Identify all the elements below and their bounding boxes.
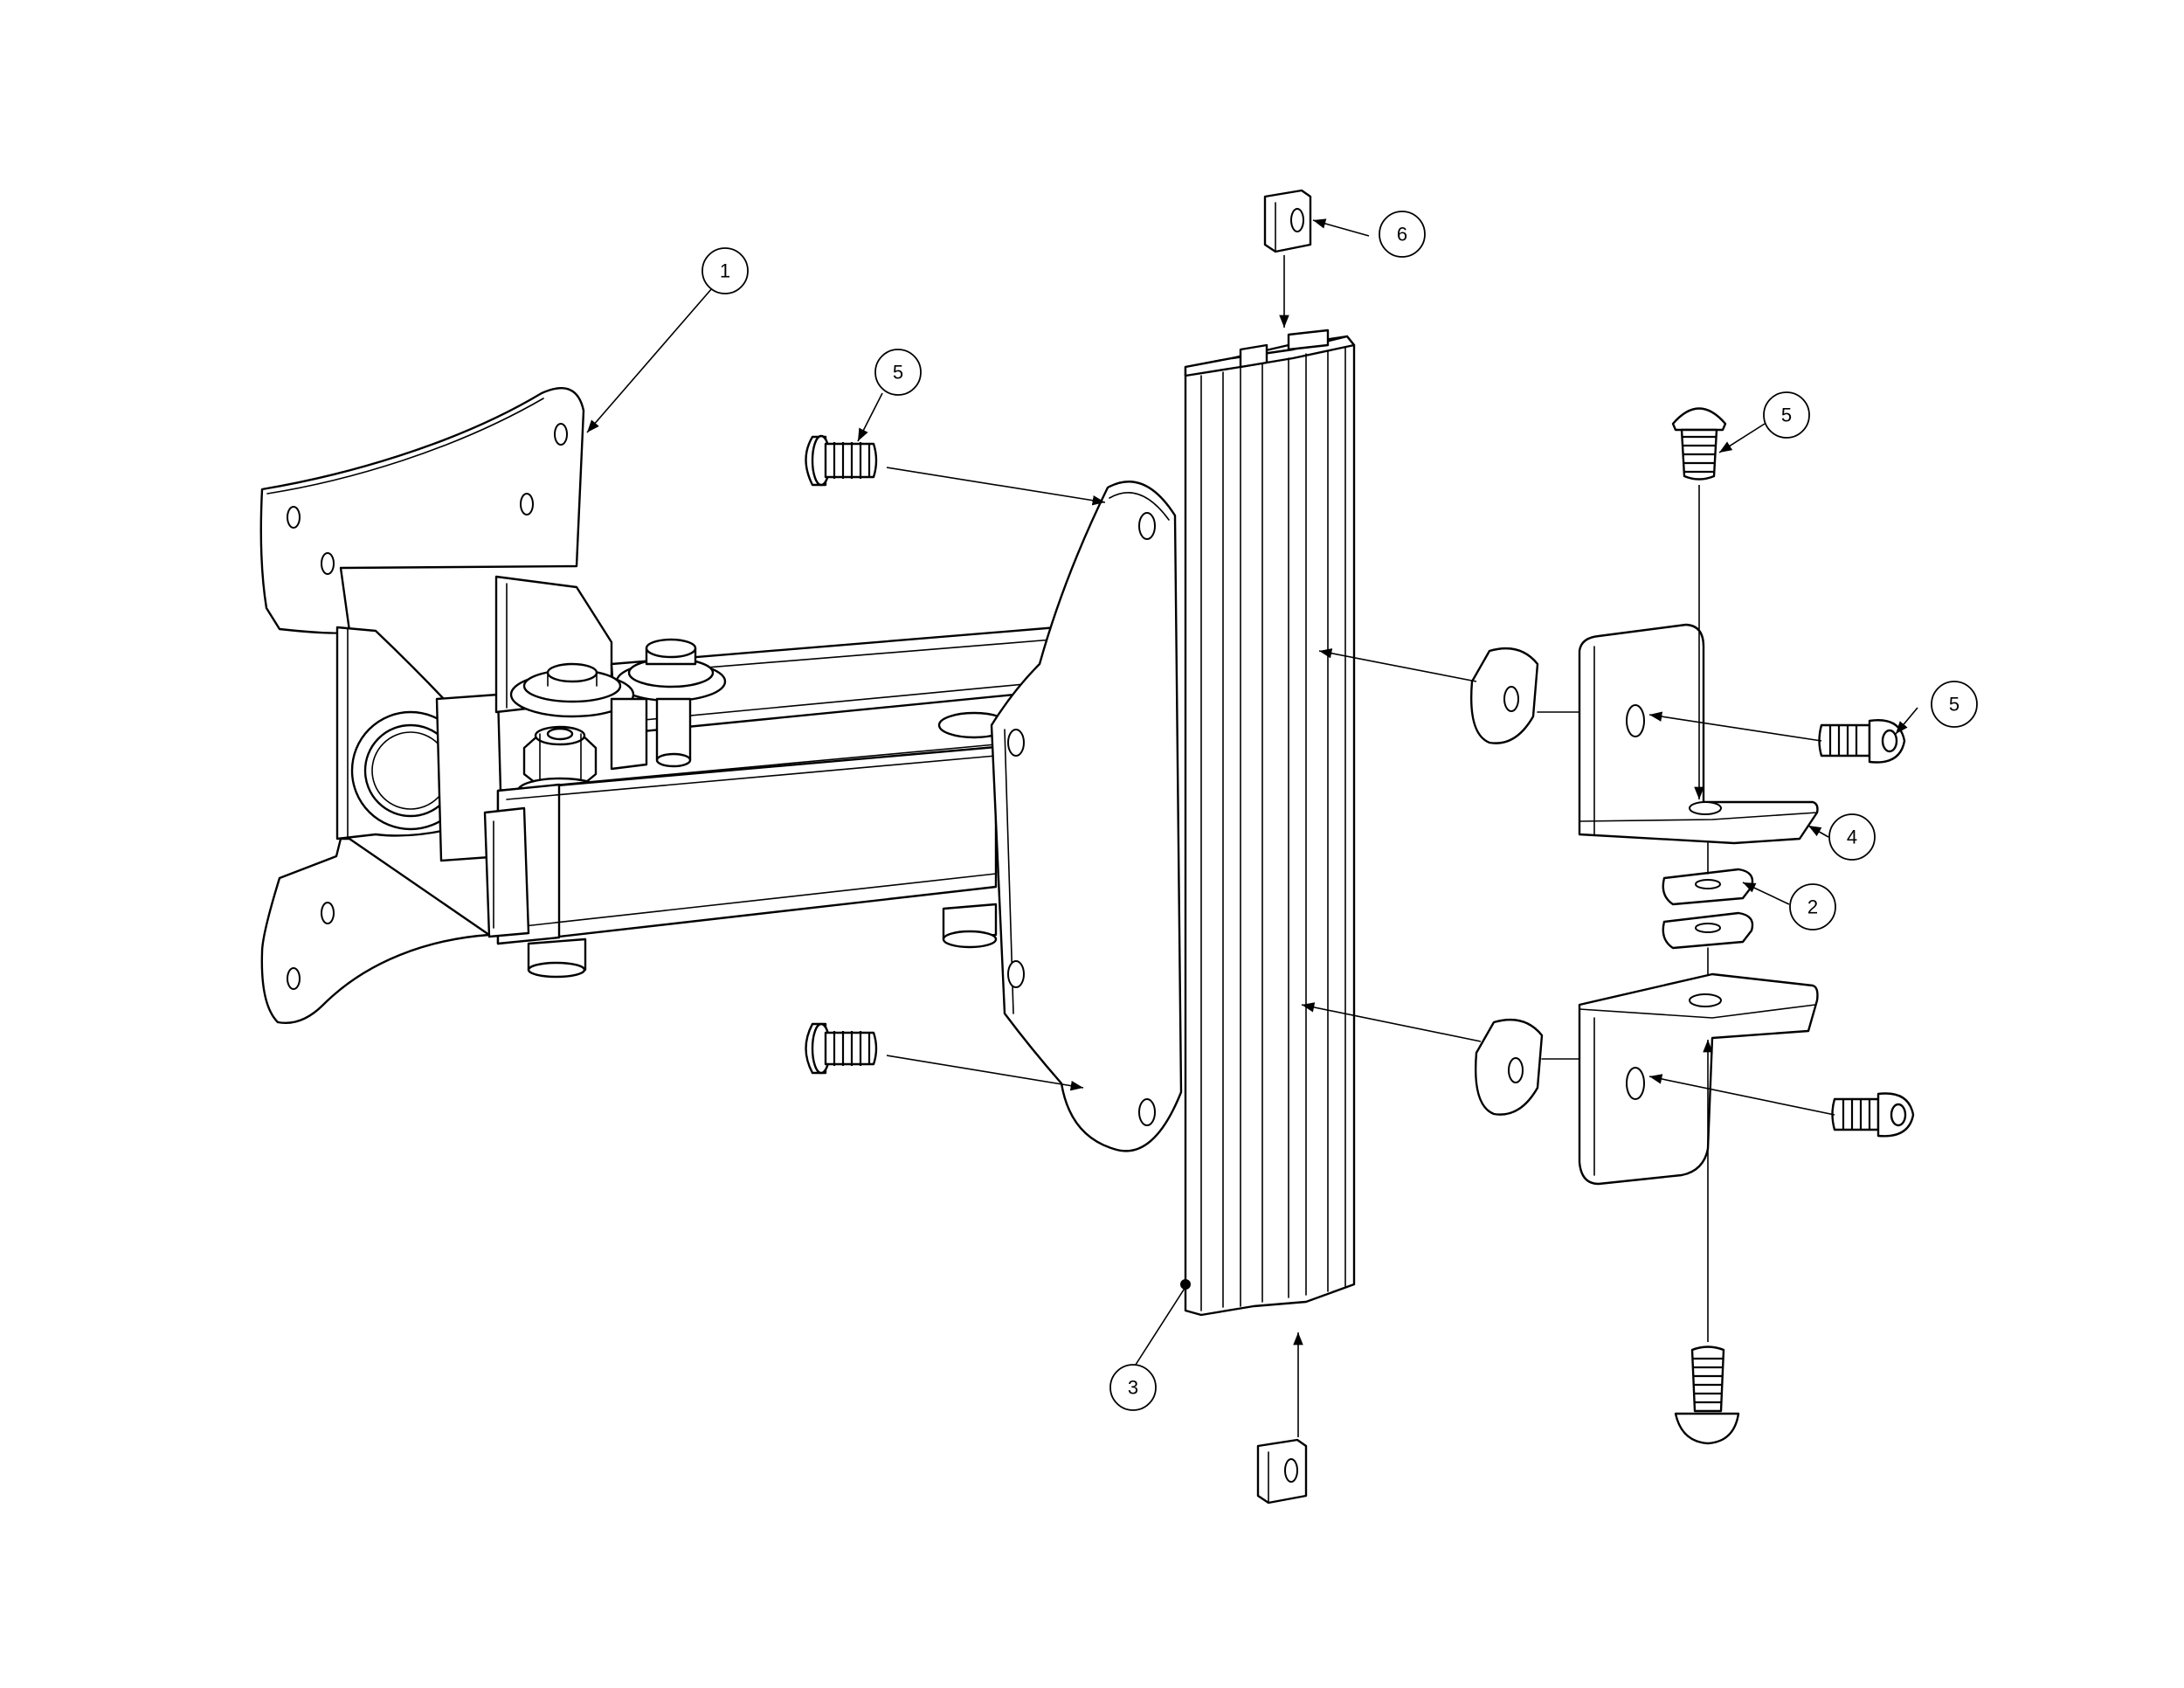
screw-bottom-vertical: [1674, 1346, 1740, 1445]
callout-bubble-1: 1: [702, 247, 749, 294]
callout-bubble-2: 2: [1789, 883, 1836, 930]
callout-bubble-5-top: 5: [1763, 391, 1810, 439]
t-nut-bottom: [1256, 1438, 1308, 1505]
vesa-back-plate: [990, 481, 1183, 1152]
assembly-arrows: [886, 255, 1835, 1437]
washer-upper: [1662, 868, 1754, 906]
callout-label-1: 1: [720, 260, 730, 282]
callout-label-3: 3: [1128, 1377, 1138, 1399]
callout-label-6: 6: [1397, 224, 1407, 246]
callout-bubble-3: 3: [1109, 1364, 1157, 1411]
aluminum-extrusion: [1180, 329, 1356, 1317]
washer-lower: [1662, 911, 1754, 950]
callout-label-5-right: 5: [1949, 694, 1959, 716]
screw-right-lower: [1831, 1092, 1915, 1138]
slot-tab-upper: [1470, 647, 1539, 744]
screw-upper-left: [805, 434, 878, 487]
callout-bubble-4: 4: [1828, 813, 1876, 861]
callout-bubble-6: 6: [1379, 211, 1426, 258]
angle-bracket-lower: [1578, 972, 1819, 1186]
t-nut-top: [1263, 189, 1312, 253]
callout-label-2: 2: [1807, 896, 1818, 918]
callout-leaders: [586, 218, 1918, 1368]
screw-right-upper: [1818, 719, 1906, 764]
screw-top-vertical: [1671, 407, 1727, 481]
callout-label-5-top: 5: [1781, 405, 1792, 426]
callout-bubble-5-right: 5: [1931, 681, 1978, 728]
callout-label-5-left: 5: [893, 362, 903, 384]
vesa-swing-arm-mount: [259, 387, 1061, 1024]
callout-label-4: 4: [1847, 827, 1857, 848]
callout-bubble-5-left: 5: [874, 349, 922, 396]
slot-tab-lower: [1475, 1019, 1544, 1116]
screw-lower-left: [805, 1022, 878, 1075]
